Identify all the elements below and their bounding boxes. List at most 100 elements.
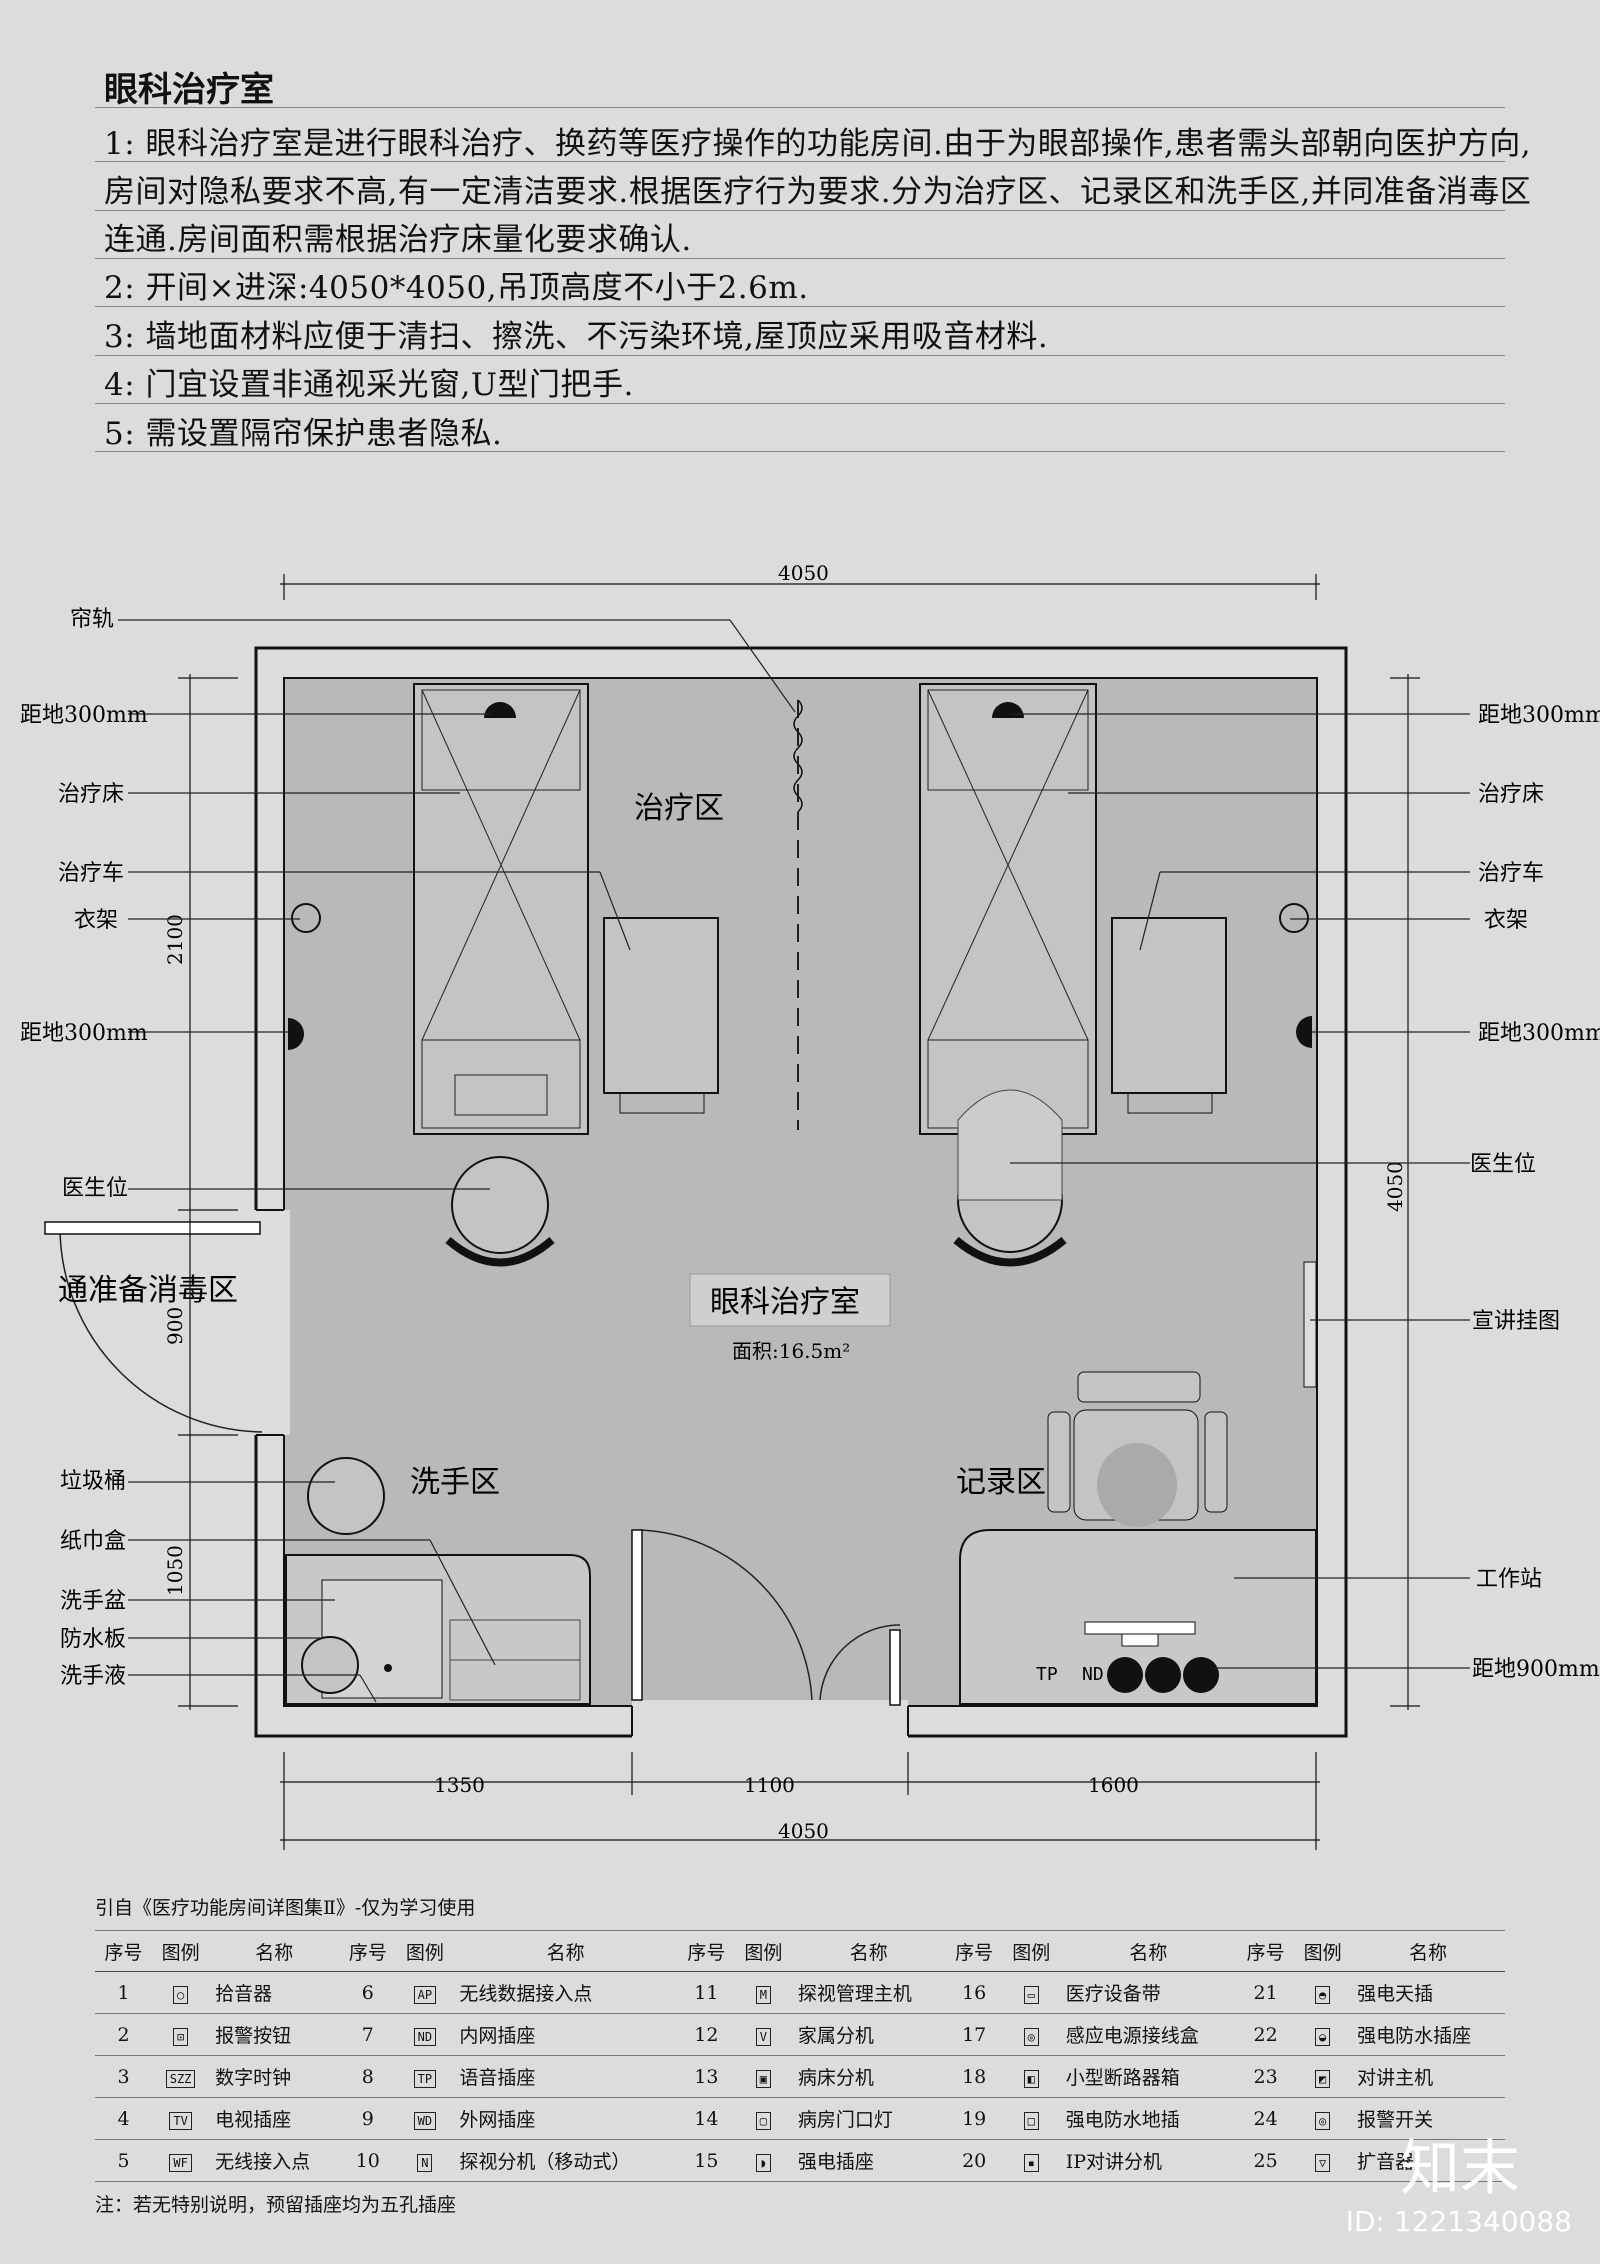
label-bed: 治疗床 (58, 782, 124, 807)
bed-right (919, 683, 1097, 1135)
coat-rack-icon (291, 903, 321, 933)
legend-item-index: 20 (945, 2139, 1003, 2182)
legend-symbol-icon: ○ (172, 1985, 189, 2004)
zone-treatment: 治疗区 (634, 791, 724, 826)
legend-item-name: 探视管理主机 (791, 1971, 946, 2014)
legend-item-name: 扩音器 (1351, 2139, 1505, 2182)
legend-table: 序号图例名称 序号图例名称 序号图例名称 序号图例名称 序号图例名称 1○拾音器… (95, 1930, 1505, 2182)
legend-symbol-icon: ▽ (1315, 2153, 1331, 2172)
source-note: 引自《医疗功能房间详图集Ⅱ》-仅为学习使用 (95, 1897, 476, 1919)
zone-to-prep: 通准备消毒区 (58, 1273, 238, 1308)
legend-item-name: IP对讲分机 (1059, 2139, 1238, 2182)
cart-left (603, 917, 719, 1094)
label-cart: 治疗车 (1478, 861, 1544, 886)
label-curtain-rail: 帘轨 (70, 607, 114, 632)
dim-left-mid: 900 (163, 1307, 187, 1345)
dim-bottom-b: 1100 (744, 1773, 795, 1797)
legend-item-index: 14 (677, 2097, 735, 2140)
legend-item-name: 报警开关 (1351, 2097, 1505, 2140)
legend-item-index: 23 (1237, 2055, 1295, 2098)
label-coat-rack: 衣架 (74, 908, 118, 933)
cart-right (1111, 917, 1227, 1094)
legend-symbol-icon: ▣ (755, 2069, 771, 2088)
door-swing (59, 1227, 263, 1433)
legend-item-index: 3 (95, 2055, 153, 2098)
coat-rack-icon (1279, 903, 1309, 933)
dim-bottom-total: 4050 (778, 1819, 829, 1843)
legend-item-index: 11 (677, 1971, 735, 2014)
dim-bottom-a: 1350 (434, 1773, 485, 1797)
label-workstation: 工作站 (1476, 1567, 1542, 1592)
legend-symbol-icon: WF (169, 2153, 192, 2172)
note-line: 2: 开间×进深:4050*4050,吊顶高度不小于2.6m. (104, 270, 809, 306)
socket-code-tp: TP (1036, 1664, 1058, 1685)
legend-item-name: 拾音器 (209, 1971, 340, 2014)
legend-item-index: 22 (1237, 2013, 1295, 2056)
legend-item-name: 家属分机 (791, 2013, 946, 2056)
socket-icon (288, 1018, 304, 1050)
legend-item-name: 内网插座 (453, 2013, 678, 2056)
legend-symbol-icon: ◧ (1023, 2069, 1039, 2088)
legend-symbol-icon: TP (413, 2069, 437, 2088)
legend-item-index: 17 (945, 2013, 1003, 2056)
socket-icon (1296, 1016, 1312, 1048)
legend-symbol-icon: ND (413, 2027, 437, 2046)
legend-item-name: 探视分机（移动式） (453, 2139, 678, 2182)
legend-item-index: 4 (95, 2097, 153, 2140)
doctor-stool-left (451, 1156, 549, 1254)
socket-code-nd: ND (1082, 1664, 1104, 1685)
note-line: 1: 眼科治疗室是进行眼科治疗、换药等医疗操作的功能房间.由于为眼部操作,患者需… (104, 126, 1532, 162)
label-height300: 距地300mm (1478, 703, 1600, 728)
legend-header-row: 序号图例名称 序号图例名称 序号图例名称 序号图例名称 序号图例名称 (95, 1930, 1505, 1972)
poster (1303, 1261, 1317, 1388)
label-poster: 宣讲挂图 (1472, 1309, 1560, 1334)
dim-bottom-c: 1600 (1088, 1773, 1139, 1797)
chair-back (1077, 1371, 1201, 1403)
legend-symbol-icon: □ (1023, 2111, 1039, 2130)
legend-item-name: 数字时钟 (209, 2055, 340, 2098)
legend-symbol-icon: ▢ (755, 2111, 771, 2130)
legend-item-name: 无线接入点 (209, 2139, 340, 2182)
legend-symbol-icon: ◩ (1315, 2069, 1331, 2088)
legend-item-index: 19 (945, 2097, 1003, 2140)
legend-item-index: 16 (945, 1971, 1003, 2014)
legend-item-index: 12 (677, 2013, 735, 2056)
legend-item-index: 9 (339, 2097, 397, 2140)
label-height300: 距地300mm (1478, 1021, 1600, 1046)
door-leaf (44, 1221, 261, 1235)
trash-bin (307, 1457, 385, 1535)
legend-item-index: 8 (339, 2055, 397, 2098)
legend-symbol-icon: N (417, 2153, 433, 2172)
legend-item-name: 感应电源接线盒 (1059, 2013, 1238, 2056)
legend-item-index: 7 (339, 2013, 397, 2056)
image-id: ID: 1221340088 (1345, 2205, 1572, 2238)
legend-symbol-icon: ◎ (1315, 2111, 1331, 2130)
legend-symbol-icon: ◒ (1315, 2027, 1331, 2046)
legend-symbol-icon: ▪ (1023, 2153, 1039, 2172)
legend-symbol-icon: WD (413, 2111, 437, 2130)
legend-symbol-icon: ⊡ (172, 2027, 189, 2046)
legend-item-index: 24 (1237, 2097, 1295, 2140)
footnote: 注：若无特别说明，预留插座均为五孔插座 (95, 2194, 457, 2216)
legend-item-name: 医疗设备带 (1059, 1971, 1238, 2014)
legend-item-name: 病床分机 (791, 2055, 946, 2098)
legend-item-name: 外网插座 (453, 2097, 678, 2140)
label-bed: 治疗床 (1478, 782, 1544, 807)
legend-item-index: 6 (339, 1971, 397, 2014)
bed-left (413, 683, 589, 1135)
legend-item-index: 13 (677, 2055, 735, 2098)
label-cart: 治疗车 (58, 861, 124, 886)
label-height300: 距地300mm (20, 703, 148, 728)
legend-item-index: 2 (95, 2013, 153, 2056)
legend-item-name: 对讲主机 (1351, 2055, 1505, 2098)
label-height900: 距地900mm (1472, 1657, 1600, 1682)
legend-item-name: 病房门口灯 (791, 2097, 946, 2140)
label-bin: 垃圾桶 (60, 1469, 126, 1494)
legend-item-index: 10 (339, 2139, 397, 2182)
label-basin: 洗手盆 (60, 1589, 126, 1614)
